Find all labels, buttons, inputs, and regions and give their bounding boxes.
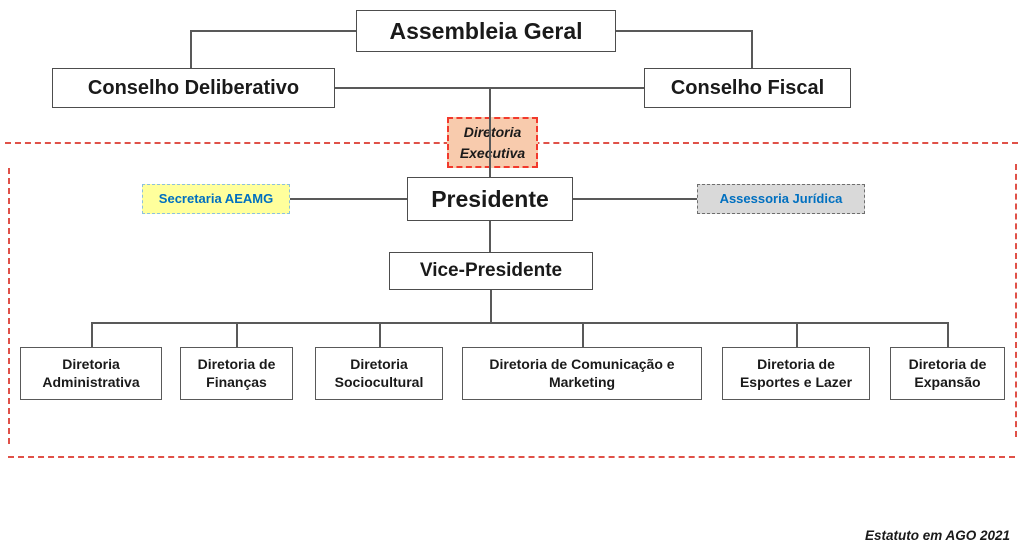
connector-line bbox=[947, 322, 949, 348]
node-conselho-deliberativo: Conselho Deliberativo bbox=[52, 68, 335, 108]
connector-line bbox=[91, 322, 93, 348]
dashed-region-right-line bbox=[1015, 164, 1017, 437]
node-diretoria-financas: Diretoria de Finanças bbox=[180, 347, 293, 400]
connector-line bbox=[489, 221, 491, 253]
node-vice-presidente: Vice-Presidente bbox=[389, 252, 593, 290]
node-label: Diretoria de Expansão bbox=[908, 356, 987, 390]
node-diretoria-comunicacao-marketing: Diretoria de Comunicação e Marketing bbox=[462, 347, 702, 400]
node-label: Presidente bbox=[431, 185, 549, 212]
node-secretaria-aeamg: Secretaria AEAMG bbox=[142, 184, 290, 214]
node-label: Diretoria de Finanças bbox=[197, 356, 276, 390]
connector-line bbox=[91, 322, 948, 324]
node-diretoria-executiva: Diretoria Executiva bbox=[447, 117, 538, 168]
node-label: Diretoria de Esportes e Lazer bbox=[739, 356, 853, 390]
dashed-region-bottom-line bbox=[8, 456, 1015, 458]
node-assessoria-juridica: Assessoria Jurídica bbox=[697, 184, 865, 214]
node-label: Conselho Deliberativo bbox=[87, 76, 300, 99]
node-diretoria-administrativa: Diretoria Administrativa bbox=[20, 347, 162, 400]
connector-line bbox=[489, 87, 491, 178]
node-assembleia-geral: Assembleia Geral bbox=[356, 10, 616, 52]
node-label: Assessoria Jurídica bbox=[719, 190, 843, 206]
node-label: Assembleia Geral bbox=[389, 17, 583, 44]
connector-line bbox=[796, 322, 798, 348]
connector-line bbox=[236, 322, 238, 348]
connector-line bbox=[616, 30, 752, 32]
connector-line bbox=[582, 322, 584, 348]
connector-line bbox=[573, 198, 697, 200]
node-label: Conselho Fiscal bbox=[670, 76, 825, 99]
node-label: Secretaria AEAMG bbox=[158, 190, 274, 206]
connector-line bbox=[290, 198, 407, 200]
node-conselho-fiscal: Conselho Fiscal bbox=[644, 68, 851, 108]
footer-note: Estatuto em AGO 2021 bbox=[864, 528, 1010, 543]
node-label: Diretoria Executiva bbox=[459, 124, 526, 161]
node-presidente: Presidente bbox=[407, 177, 573, 221]
node-label: Vice-Presidente bbox=[419, 260, 563, 282]
connector-line bbox=[490, 290, 492, 324]
connector-line bbox=[190, 30, 192, 69]
connector-line bbox=[379, 322, 381, 348]
dashed-region-left-line bbox=[8, 168, 10, 444]
node-diretoria-expansao: Diretoria de Expansão bbox=[890, 347, 1005, 400]
connector-line bbox=[751, 30, 753, 69]
node-label: Diretoria de Comunicação e Marketing bbox=[489, 356, 675, 390]
node-label: Diretoria Sociocultural bbox=[334, 356, 424, 390]
node-diretoria-sociocultural: Diretoria Sociocultural bbox=[315, 347, 443, 400]
node-diretoria-esportes-lazer: Diretoria de Esportes e Lazer bbox=[722, 347, 870, 400]
connector-line bbox=[190, 30, 356, 32]
node-label: Diretoria Administrativa bbox=[42, 356, 140, 390]
